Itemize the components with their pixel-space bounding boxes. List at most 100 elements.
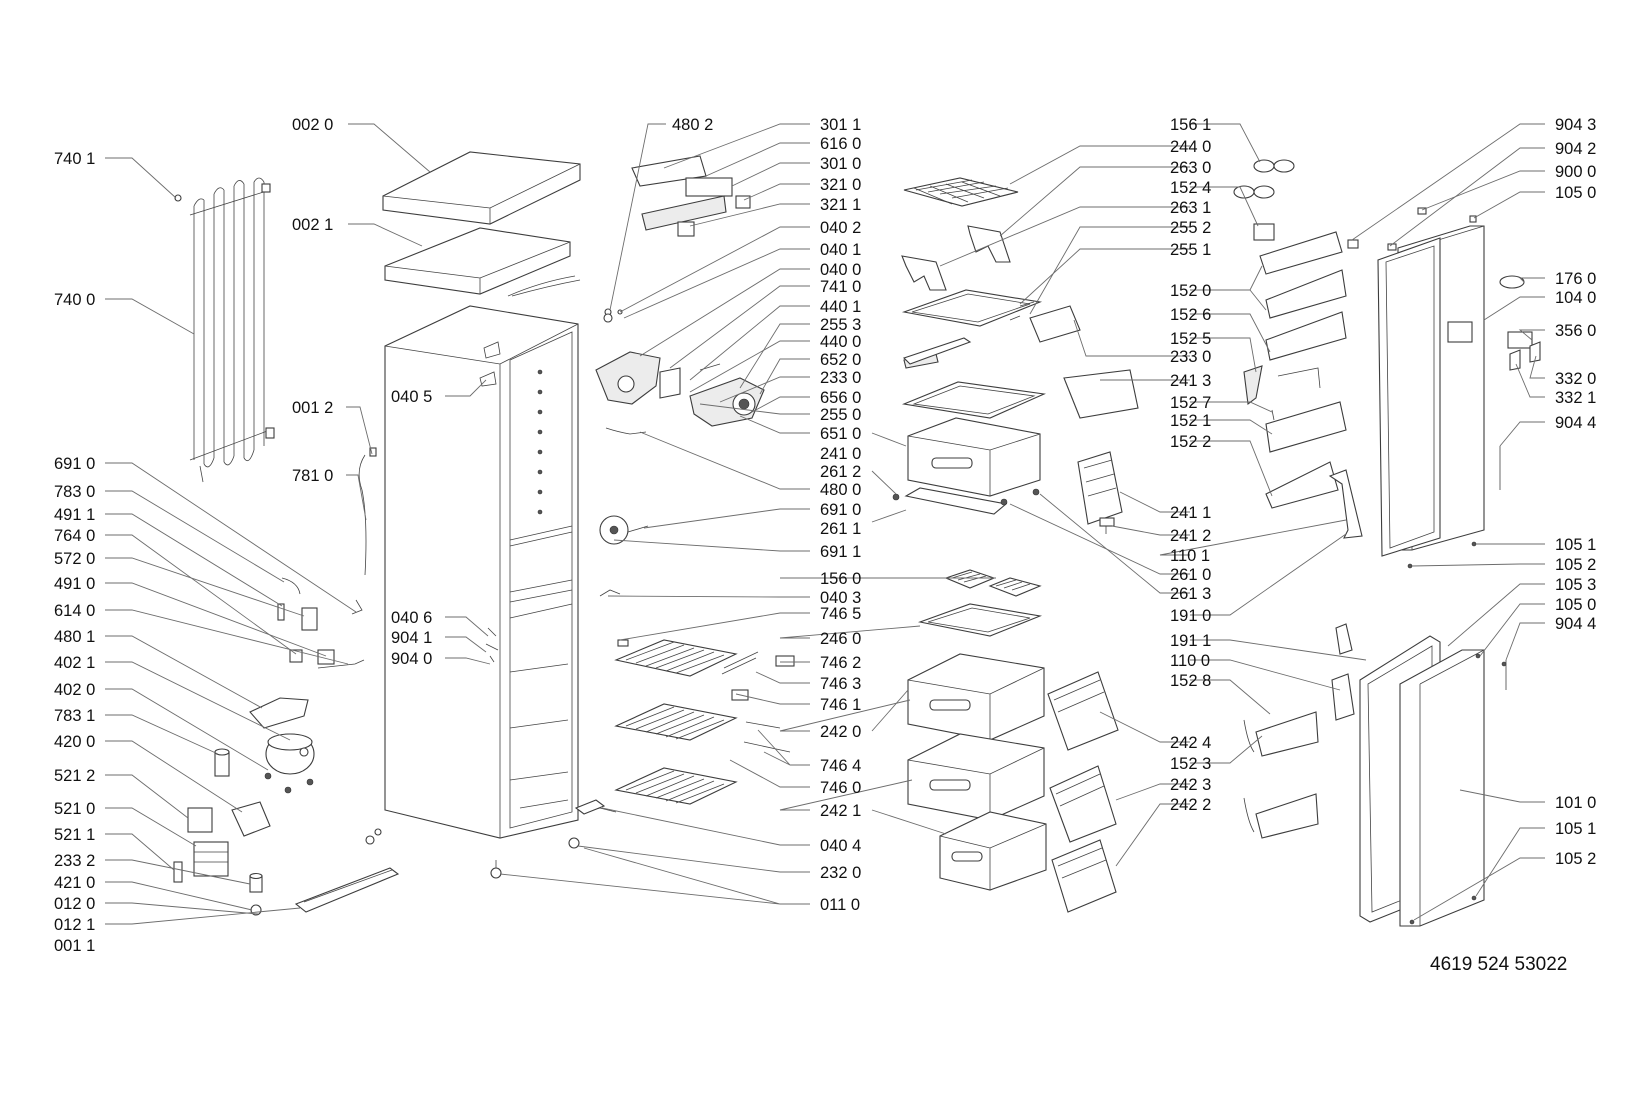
part-label: 480 2 (672, 116, 713, 134)
part-label: 152 7 (1170, 394, 1211, 412)
part-label: 691 1 (820, 543, 861, 561)
part-label: 241 0 (820, 445, 861, 463)
part-label: 012 1 (54, 916, 95, 934)
part-label: 402 1 (54, 654, 95, 672)
part-label: 321 0 (820, 176, 861, 194)
part-label: 232 0 (820, 864, 861, 882)
part-label: 040 2 (820, 219, 861, 237)
part-label: 572 0 (54, 550, 95, 568)
part-label: 156 0 (820, 570, 861, 588)
part-label: 746 1 (820, 696, 861, 714)
part-label: 105 0 (1555, 184, 1596, 202)
part-label: 233 0 (820, 369, 861, 387)
part-label: 105 2 (1555, 850, 1596, 868)
part-label: 521 0 (54, 800, 95, 818)
part-label: 614 0 (54, 602, 95, 620)
part-label: 781 0 (292, 467, 333, 485)
part-label: 242 3 (1170, 776, 1211, 794)
part-label: 261 3 (1170, 585, 1211, 603)
part-label: 105 0 (1555, 596, 1596, 614)
part-label: 746 5 (820, 605, 861, 623)
part-label: 191 1 (1170, 632, 1211, 650)
part-label: 242 1 (820, 802, 861, 820)
top-covers-drawing (382, 151, 612, 316)
part-label: 255 2 (1170, 219, 1211, 237)
part-label: 012 0 (54, 895, 95, 913)
part-label: 904 0 (391, 650, 432, 668)
part-label: 746 2 (820, 654, 861, 672)
part-label: 263 0 (1170, 159, 1211, 177)
fan-cluster-drawing (595, 155, 765, 545)
part-label: 241 2 (1170, 527, 1211, 545)
part-label: 040 4 (820, 837, 861, 855)
part-label: 040 6 (391, 609, 432, 627)
part-label: 244 0 (1170, 138, 1211, 156)
part-label: 191 0 (1170, 607, 1211, 625)
part-label: 904 2 (1555, 140, 1596, 158)
part-label: 152 2 (1170, 433, 1211, 451)
part-label: 521 1 (54, 826, 95, 844)
part-label: 105 1 (1555, 536, 1596, 554)
part-label: 242 0 (820, 723, 861, 741)
part-label: 233 0 (1170, 348, 1211, 366)
part-label: 241 3 (1170, 372, 1211, 390)
part-label: 904 4 (1555, 615, 1596, 633)
part-label: 255 3 (820, 316, 861, 334)
part-label: 263 1 (1170, 199, 1211, 217)
part-label: 152 1 (1170, 412, 1211, 430)
part-label: 356 0 (1555, 322, 1596, 340)
part-label: 040 5 (391, 388, 432, 406)
part-label: 900 0 (1555, 163, 1596, 181)
document-number: 4619 524 53022 (1430, 954, 1567, 975)
part-label: 001 2 (292, 399, 333, 417)
part-label: 152 8 (1170, 672, 1211, 690)
part-label: 521 2 (54, 767, 95, 785)
part-label: 746 0 (820, 779, 861, 797)
part-label: 241 1 (1170, 504, 1211, 522)
part-label: 420 0 (54, 733, 95, 751)
doors-drawing (1335, 207, 1541, 927)
part-label: 040 3 (820, 589, 861, 607)
part-label: 480 0 (820, 481, 861, 499)
part-label: 105 3 (1555, 576, 1596, 594)
part-label: 152 4 (1170, 179, 1211, 197)
part-label: 246 0 (820, 630, 861, 648)
part-label: 480 1 (54, 628, 95, 646)
part-label: 105 1 (1555, 820, 1596, 838)
part-label: 011 0 (820, 896, 860, 914)
part-label: 440 0 (820, 333, 861, 351)
part-drawings (173, 151, 1541, 927)
part-label: 242 2 (1170, 796, 1211, 814)
part-label: 740 1 (54, 150, 95, 168)
fridge-shelves-drawing (892, 177, 1139, 534)
part-label: 233 2 (54, 852, 95, 870)
compressor-area-drawing (173, 447, 400, 916)
part-label: 255 1 (1170, 241, 1211, 259)
part-label: 242 4 (1170, 734, 1211, 752)
leader-lines (105, 123, 1545, 925)
part-label: 746 3 (820, 675, 861, 693)
part-label: 656 0 (820, 389, 861, 407)
part-label: 040 0 (820, 261, 861, 279)
part-label: 904 1 (391, 629, 432, 647)
part-label: 691 0 (820, 501, 861, 519)
part-label: 691 0 (54, 455, 95, 473)
part-label: 440 1 (820, 298, 861, 316)
part-label: 105 2 (1555, 556, 1596, 574)
part-label: 421 0 (54, 874, 95, 892)
freezer-drawers-drawing (907, 569, 1119, 913)
part-label: 104 0 (1555, 289, 1596, 307)
part-label: 616 0 (820, 135, 861, 153)
part-label: 261 1 (820, 520, 861, 538)
part-label: 261 0 (1170, 566, 1211, 584)
part-label: 332 0 (1555, 370, 1596, 388)
part-label: 491 0 (54, 575, 95, 593)
part-label: 651 0 (820, 425, 861, 443)
part-label: 904 3 (1555, 116, 1596, 134)
part-label: 002 0 (292, 116, 333, 134)
door-bins-drawing (1233, 159, 1363, 839)
part-label: 040 1 (820, 241, 861, 259)
part-label: 176 0 (1555, 270, 1596, 288)
part-label: 783 1 (54, 707, 95, 725)
